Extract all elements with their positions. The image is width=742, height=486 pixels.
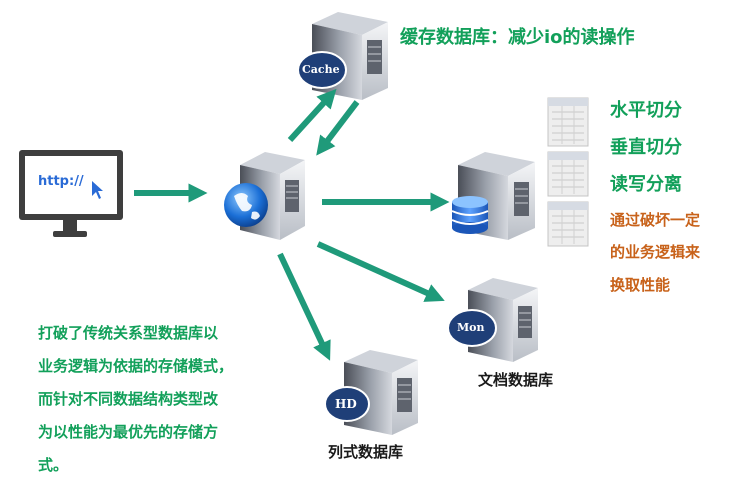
column-db-server-icon	[324, 350, 418, 435]
cache-title: 缓存数据库：减少io的读操作	[400, 27, 635, 48]
table-document-icon	[547, 201, 589, 247]
strategy-horizontal: 水平切分	[610, 100, 682, 121]
arrow-server-to-columndb	[277, 252, 331, 361]
docdb-badge: Mon	[457, 321, 485, 334]
url-text: http://	[38, 174, 84, 189]
columndb-label: 列式数据库	[328, 443, 404, 461]
rdb-note-line: 换取性能	[610, 276, 671, 294]
arrow-server-to-cache	[287, 88, 337, 143]
strategy-rw-split: 读写分离	[610, 174, 682, 195]
monitor-icon	[19, 150, 123, 237]
database-disk-icon	[451, 196, 489, 234]
docdb-label: 文档数据库	[478, 371, 554, 389]
relational-db-server-icon	[451, 152, 535, 240]
table-document-icon	[547, 97, 589, 147]
rdb-note-line: 通过破坏一定	[610, 211, 701, 229]
document-db-server-icon	[447, 278, 538, 362]
table-document-icon	[547, 151, 589, 197]
nosql-description-line: 打破了传统关系型数据库以	[38, 324, 219, 342]
web-server-icon	[224, 152, 305, 240]
nosql-description-line: 而针对不同数据结构类型改	[38, 390, 219, 408]
strategy-vertical: 垂直切分	[610, 137, 682, 158]
cache-server-icon	[297, 12, 388, 100]
columndb-badge: HD	[335, 397, 357, 411]
cursor-icon	[92, 181, 103, 199]
rdb-note-line: 的业务逻辑来	[610, 243, 701, 261]
nosql-description-line: 业务逻辑为依据的存储模式，	[38, 357, 234, 375]
arrow-server-to-docdb	[316, 241, 445, 302]
cache-badge: Cache	[302, 63, 340, 76]
nosql-description-line: 式。	[38, 456, 69, 474]
nosql-description-line: 为以性能为最优先的存储方	[38, 423, 219, 441]
arrow-cache-to-server	[316, 100, 360, 156]
